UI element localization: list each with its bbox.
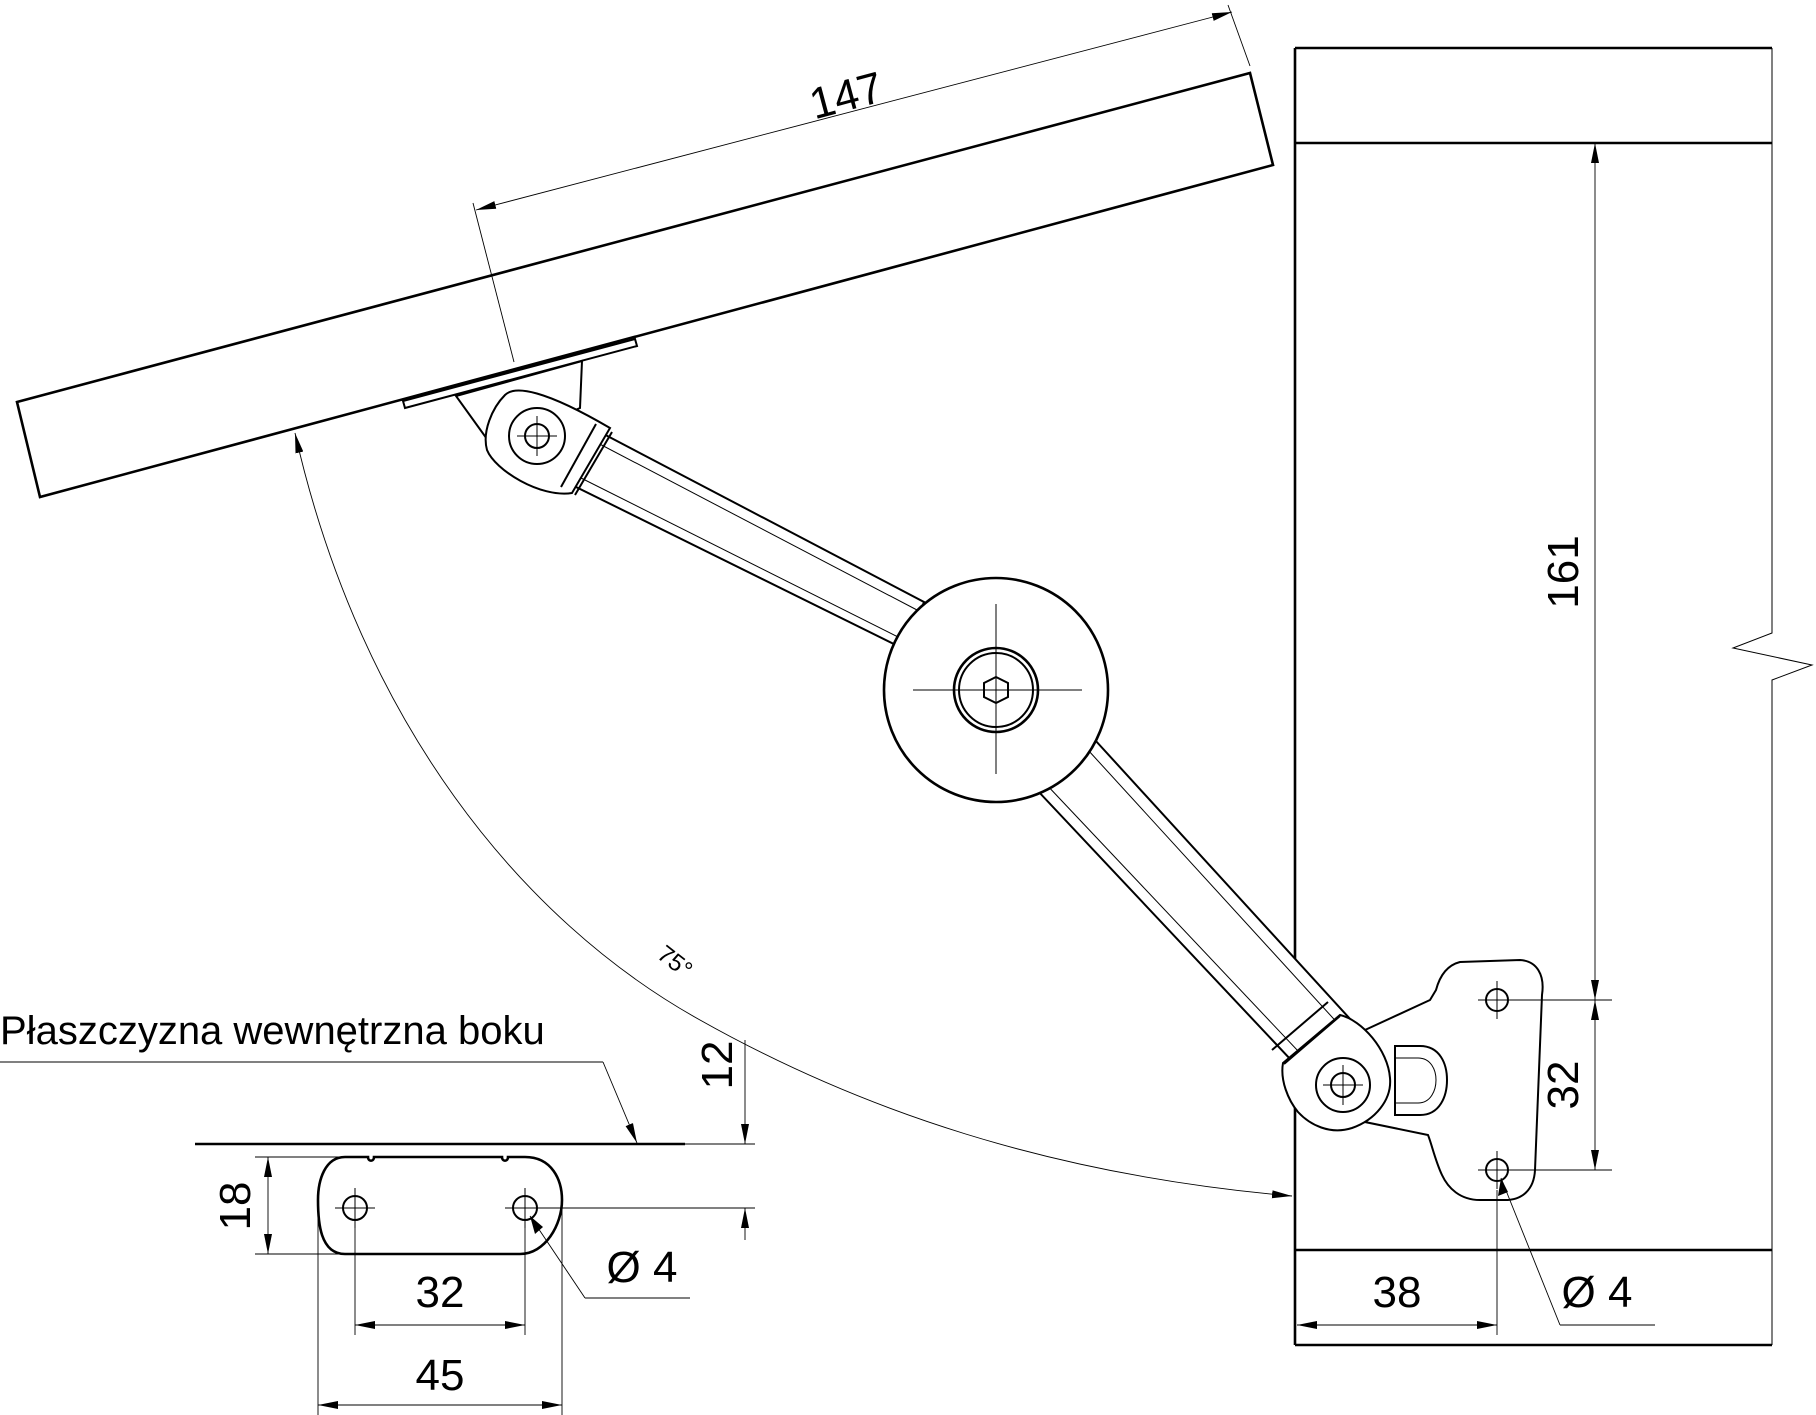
dim-opening-angle-label: 75° (652, 940, 697, 984)
dim-hole-spacing-bottom: 32 (354, 1228, 526, 1335)
dim-hole-spacing-right-label: 32 (1539, 1061, 1588, 1110)
dim-height-label: 161 (1539, 535, 1588, 608)
dim-hole-spacing-bottom-label: 32 (416, 1268, 465, 1317)
dim-offset-38: 38 (1297, 1190, 1498, 1335)
damper-hub-icon (882, 576, 1110, 804)
upper-arm (570, 428, 926, 652)
lid-mounting-plate (401, 337, 639, 410)
dim-height: 161 (1539, 143, 1599, 1000)
dim-offset-38-label: 38 (1373, 1268, 1422, 1317)
dim-arm-length-label: 147 (804, 63, 888, 129)
cabinet-side-panel (1293, 46, 1814, 1347)
dim-plate-width: 45 (317, 1210, 563, 1415)
dim-hole-spacing-right: 32 (1480, 999, 1612, 1171)
dim-hole-right-label: Ø 4 (1562, 1268, 1633, 1317)
mounting-plate-top-view (316, 1155, 564, 1256)
plate-bottom-view (195, 1142, 685, 1256)
lid-stay-mechanism (454, 359, 1544, 1201)
lower-pivot-icon (1271, 1001, 1392, 1132)
inner-plane-callout: Płaszczyzna wewnętrzna boku (0, 1009, 638, 1144)
lid-panel (15, 71, 1275, 499)
dim-plate-height-label: 18 (211, 1182, 260, 1231)
inner-plane-label: Płaszczyzna wewnętrzna boku (0, 1009, 545, 1053)
side-mounting-plate (1364, 958, 1544, 1201)
dim-plate-height: 18 (211, 1156, 345, 1255)
lower-arm (1035, 738, 1364, 1080)
dim-hole-right: Ø 4 (1498, 1177, 1655, 1326)
dim-offset-12: 12 (545, 1040, 755, 1240)
dim-hole-bottom-label: Ø 4 (607, 1243, 678, 1292)
dim-offset-12-label: 12 (693, 1041, 742, 1090)
dim-plate-width-label: 45 (416, 1351, 465, 1400)
dim-hole-bottom: Ø 4 (529, 1215, 690, 1299)
